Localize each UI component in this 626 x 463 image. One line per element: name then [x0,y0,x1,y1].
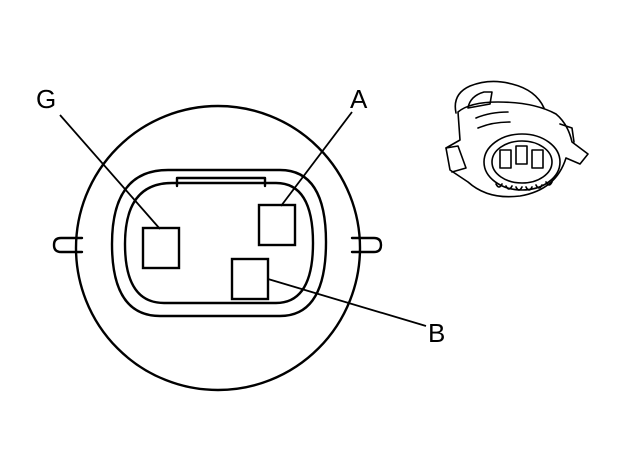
connector-top-latch [454,80,545,114]
pin-label-b: B [428,318,445,348]
right-locking-tab [350,236,383,254]
leader-line-g [59,114,161,230]
left-locking-tab [52,236,84,254]
leader-line-b [267,278,427,327]
leader-line-a [280,111,353,207]
pin-label-g: G [36,84,56,114]
connector-slot-1 [499,149,512,169]
terminal-cavity-outer [110,168,328,318]
connector-face [52,104,383,392]
connector-right-flange [559,123,575,143]
connector-ribs [475,111,511,129]
connector-perspective-illustration [445,80,589,198]
connector-slot-3 [531,149,544,169]
terminal-b [230,257,270,301]
connector-body [445,101,589,198]
terminal-g [141,226,181,270]
connector-slot-2 [515,145,528,165]
connector-latch-tab [467,91,493,109]
terminal-cavity-inner [123,181,315,305]
connector-front-face [483,133,561,191]
polarizing-key [175,176,267,188]
pin-label-a: A [350,84,368,114]
connector-pins [495,181,553,191]
terminal-a [257,203,297,247]
connector-outer-ring [74,104,362,392]
connector-left-flange [445,145,467,173]
connector-front-inner [491,140,553,184]
